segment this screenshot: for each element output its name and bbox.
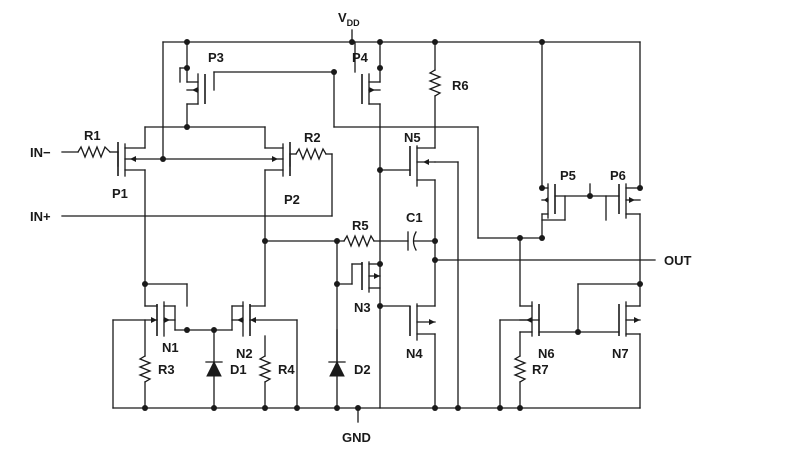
d2-label: D2 — [354, 362, 371, 377]
resistor-r2 — [295, 147, 327, 161]
transistor-n4 — [379, 259, 436, 409]
p5-label: P5 — [560, 168, 576, 183]
transistor-p6 — [589, 41, 641, 285]
input-minus-wiring — [61, 151, 119, 167]
n5-label: N5 — [404, 130, 421, 145]
d1-label: D1 — [230, 362, 247, 377]
n4-label: N4 — [406, 346, 423, 361]
r1-label: R1 — [84, 128, 101, 143]
p4-label: P4 — [352, 50, 369, 65]
transistor-n5 — [379, 145, 459, 409]
transistor-n1 — [112, 283, 215, 409]
resistor-r7 — [513, 331, 527, 409]
n2-label: N2 — [236, 346, 253, 361]
p3-label: P3 — [208, 50, 224, 65]
gnd-label: GND — [342, 430, 371, 445]
gnd-junctions — [142, 405, 523, 411]
resistor-r3 — [138, 319, 152, 409]
r2-label: R2 — [304, 130, 321, 145]
p5-n6-node-wiring — [477, 126, 543, 307]
diode-d2 — [328, 329, 346, 377]
r5-label: R5 — [352, 218, 369, 233]
n7-label: N7 — [612, 346, 629, 361]
r3-label: R3 — [158, 362, 175, 377]
vdd-rail — [162, 29, 641, 43]
vdd-label: VDD — [338, 10, 360, 28]
n1-label: N1 — [162, 340, 179, 355]
capacitor-c1 — [407, 231, 436, 251]
resistor-r6 — [428, 41, 442, 149]
out-label: OUT — [664, 253, 692, 268]
n3-label: N3 — [354, 300, 371, 315]
transistor-p1 — [117, 142, 146, 177]
resistor-r4 — [258, 335, 272, 409]
transistor-p4 — [333, 41, 479, 128]
p1-label: P1 — [112, 186, 128, 201]
resistor-r5 — [264, 234, 409, 248]
r6-label: R6 — [452, 78, 469, 93]
resistor-r1 — [77, 145, 111, 159]
p2-label: P2 — [284, 192, 300, 207]
diff-pair-tail-wiring — [135, 41, 273, 160]
r4-label: R4 — [278, 362, 295, 377]
n6-label: N6 — [538, 346, 555, 361]
transistor-p5 — [541, 41, 591, 239]
transistor-n6 — [499, 301, 579, 409]
in-plus-label: IN+ — [30, 209, 51, 224]
transistor-p2 — [264, 142, 291, 177]
diode-d1 — [205, 329, 223, 409]
transistor-n3 — [336, 240, 381, 409]
transistor-p3 — [179, 41, 335, 105]
c1-label: C1 — [406, 210, 423, 225]
gnd-rail — [112, 407, 641, 423]
in-minus-label: IN− — [30, 145, 51, 160]
r7-label: R7 — [532, 362, 549, 377]
p6-label: P6 — [610, 168, 626, 183]
transistor-n7 — [577, 283, 641, 409]
transistor-n2 — [213, 301, 298, 409]
